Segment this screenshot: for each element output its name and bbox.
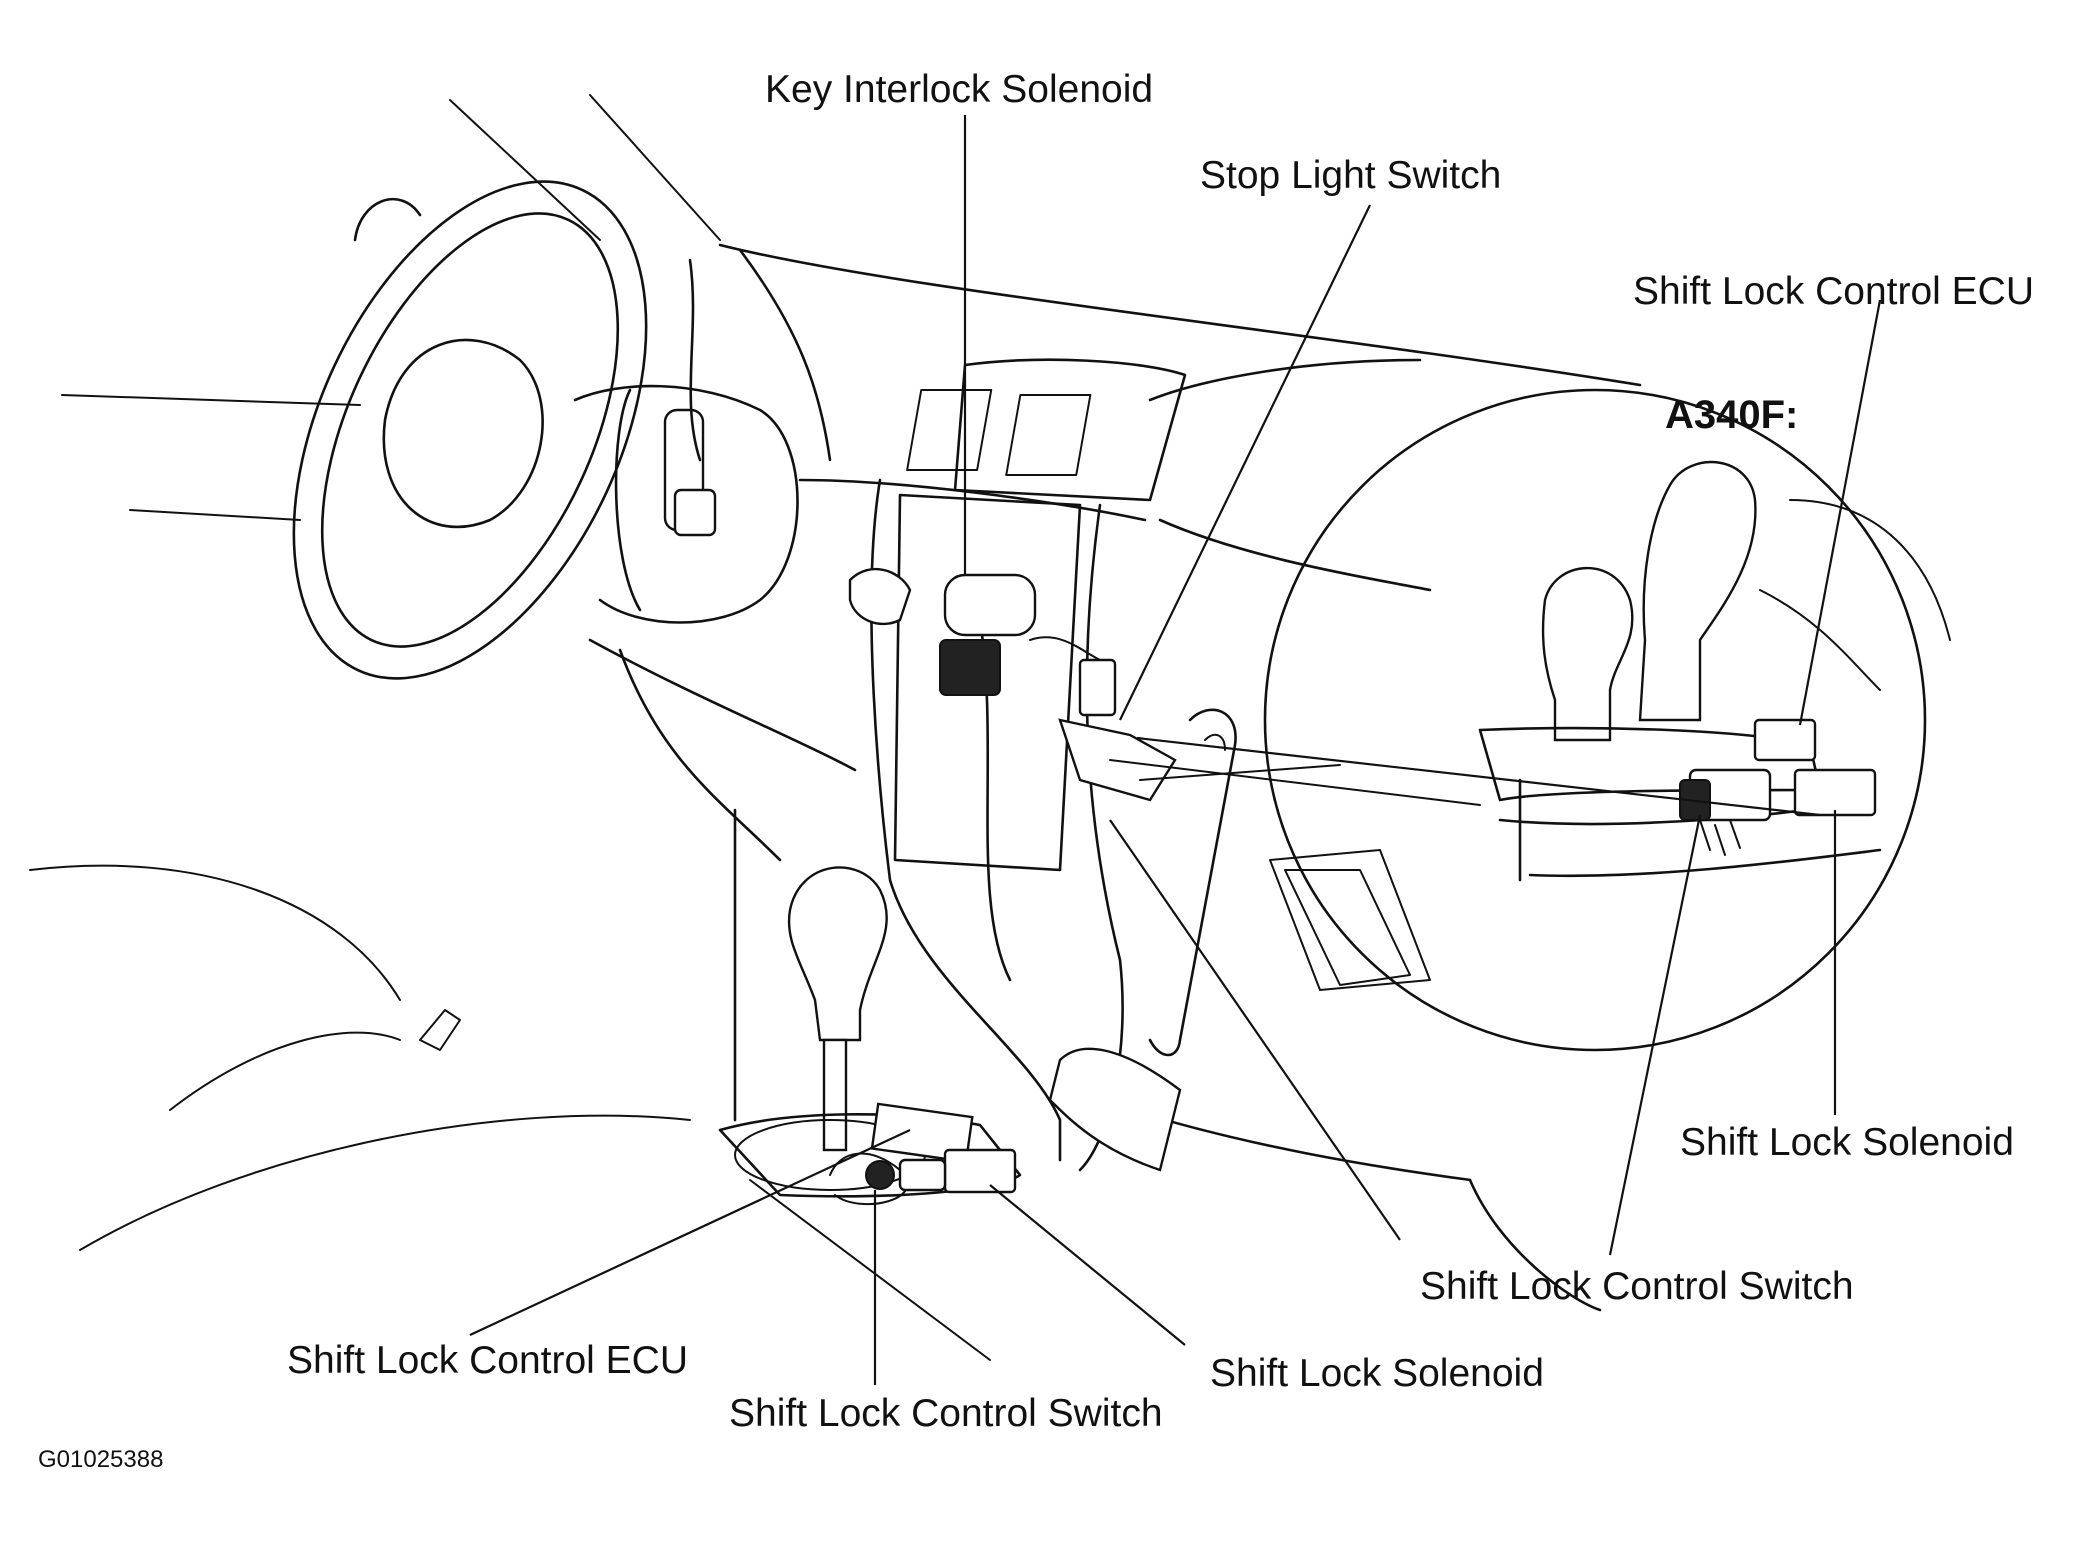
label-key-interlock-solenoid: Key Interlock Solenoid (765, 68, 1154, 111)
leader-inset-pointer (1136, 736, 1821, 817)
steering-column (573, 384, 799, 624)
leader-main-shift-lock-control-switch-upper (1109, 819, 1401, 1241)
inset-shift-knob (1541, 566, 1634, 742)
reference-lines (29, 394, 691, 1251)
steering-wheel (292, 94, 721, 680)
label-inset-shift-lock-control-ecu: Shift Lock Control ECU (1633, 270, 2034, 313)
label-stop-light-switch: Stop Light Switch (1200, 154, 1502, 197)
leader-lines (469, 115, 1882, 1385)
label-main-shift-lock-control-switch: Shift Lock Control Switch (729, 1392, 1163, 1435)
leader-main-shift-lock-control-ecu (469, 1129, 911, 1336)
label-main-shift-lock-solenoid: Shift Lock Solenoid (1210, 1352, 1544, 1395)
leader-main-shift-lock-solenoid (989, 1184, 1186, 1346)
inset-solenoid-part (1793, 768, 1877, 817)
dashboard (588, 243, 1642, 1312)
shift-lever (718, 866, 1022, 1198)
figure-id: G01025388 (38, 1446, 164, 1473)
inset-shift-lever (1638, 460, 1757, 722)
leader-inset-shift-lock-control-ecu (1798, 299, 1882, 726)
main-shift-lock-unit (829, 1102, 1017, 1206)
label-inset-shift-lock-control-switch: Shift Lock Control Switch (1420, 1265, 1854, 1308)
inset-ecu-part (1753, 718, 1817, 762)
inset-view (1109, 388, 1951, 1052)
label-inset-shift-lock-solenoid: Shift Lock Solenoid (1680, 1121, 2014, 1164)
inset-title: A340F: (1665, 393, 1799, 437)
label-main-shift-lock-control-ecu: Shift Lock Control ECU (287, 1339, 688, 1382)
leader-inset-shift-lock-control-switch (1608, 814, 1702, 1256)
key-interlock-solenoid-part (848, 567, 1117, 717)
leader-stop-light-switch (1119, 204, 1371, 721)
